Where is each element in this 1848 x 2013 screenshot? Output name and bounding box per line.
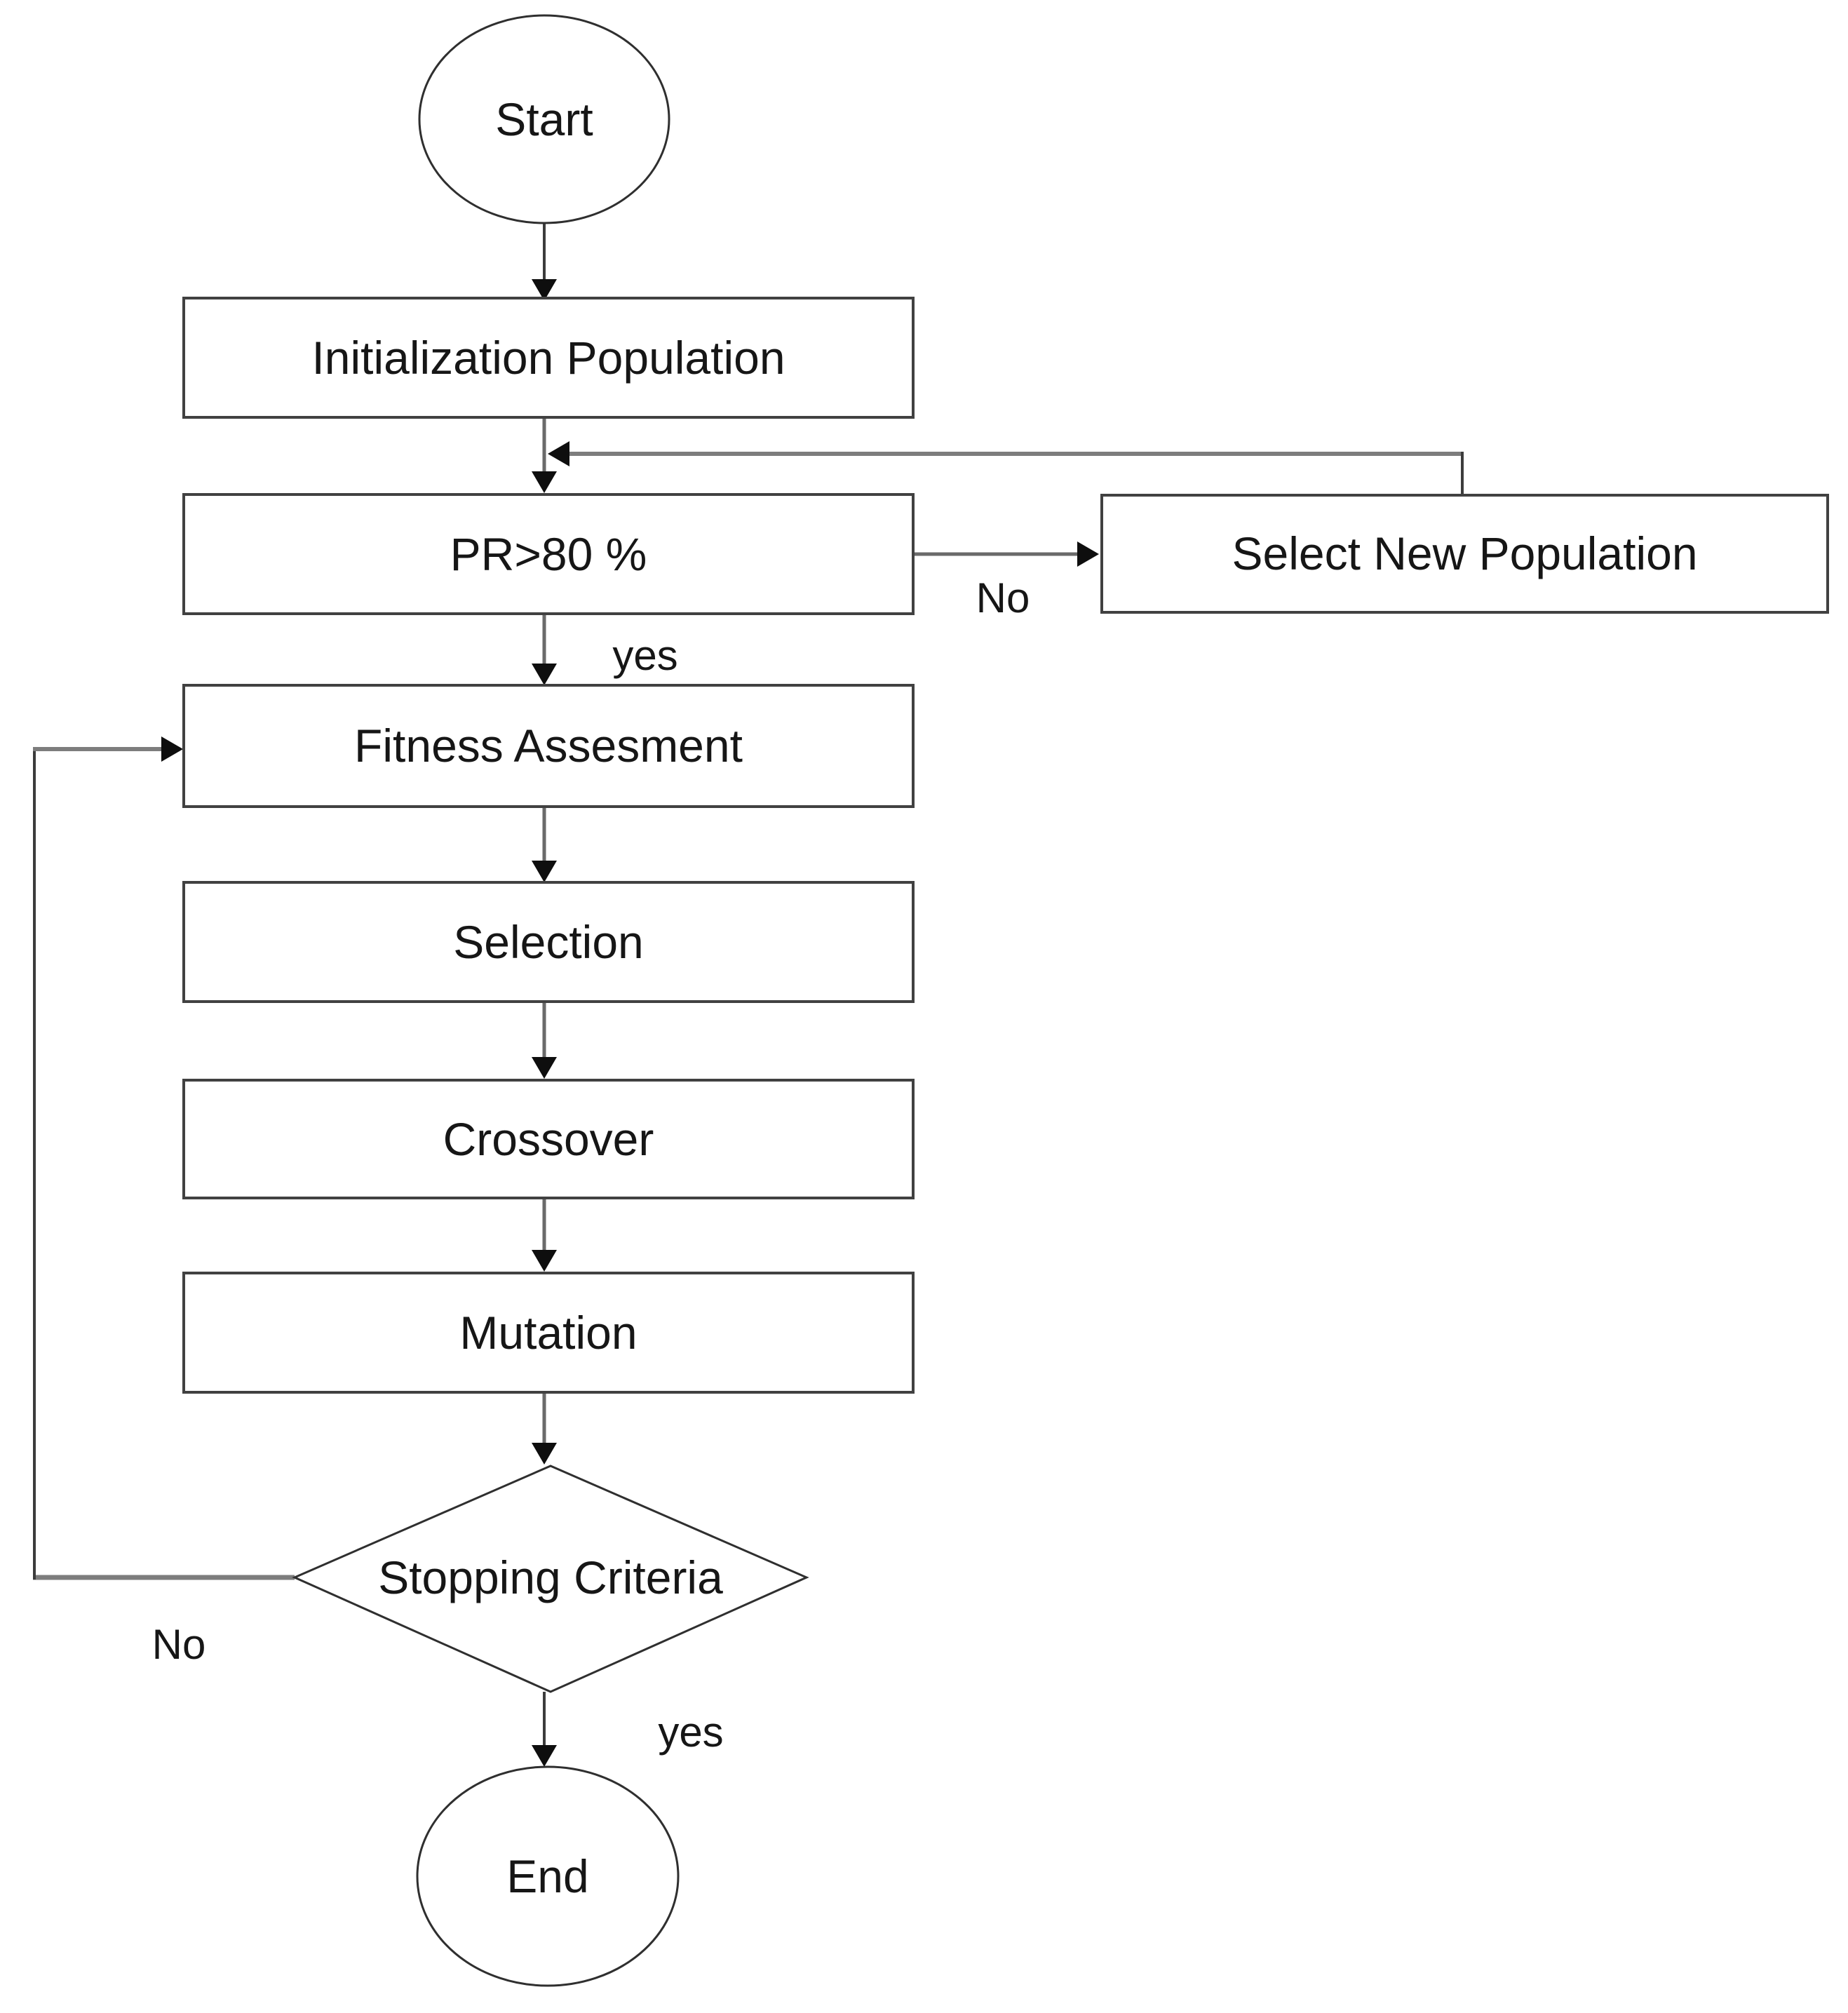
selection-label: Selection [453,915,644,968]
stopping-criteria-label: Stopping Criteria [378,1551,723,1603]
crossover-label: Crossover [443,1112,654,1165]
arrowhead-down-icon [532,1250,557,1272]
mutation-label: Mutation [459,1306,638,1359]
arrowhead-down-icon [532,279,557,301]
pr-yes-edge-label: yes [612,632,678,679]
stopping-no-edge-label: No [151,1621,206,1668]
stopping-criteria-diamond-shape [292,1465,809,1693]
pr-condition-label: PR>80 % [450,527,647,580]
pr-box-shape [182,493,915,615]
start-terminator-shape [418,14,670,224]
fitness-assesment-label: Fitness Assesment [354,720,743,772]
arrowhead-right-icon [161,736,183,762]
arrowhead-down-icon [532,1443,557,1465]
select-new-population-label: Select New Population [1232,527,1698,580]
arrowhead-down-icon [532,1745,557,1767]
fitness-box-shape [182,684,915,808]
pr-no-edge-label: No [976,574,1030,621]
arrowhead-down-icon [532,861,557,882]
arrowhead-down-icon [532,471,557,493]
mutation-box-shape [182,1272,915,1394]
initialization-box-shape [182,297,915,419]
end-label: End [506,1850,589,1902]
arrowhead-down-icon [532,664,557,685]
stopping-yes-edge-label: yes [658,1709,724,1756]
selection-box-shape [182,881,915,1003]
arrowhead-right-icon [1077,541,1099,567]
crossover-box-shape [182,1079,915,1199]
select-new-population-box-shape [1100,494,1829,614]
arrowhead-left-icon [548,441,569,466]
start-label: Start [495,93,593,145]
arrowhead-down-icon [532,1057,557,1079]
initialization-population-label: Initialization Population [311,331,785,384]
end-terminator-shape [416,1765,680,1987]
